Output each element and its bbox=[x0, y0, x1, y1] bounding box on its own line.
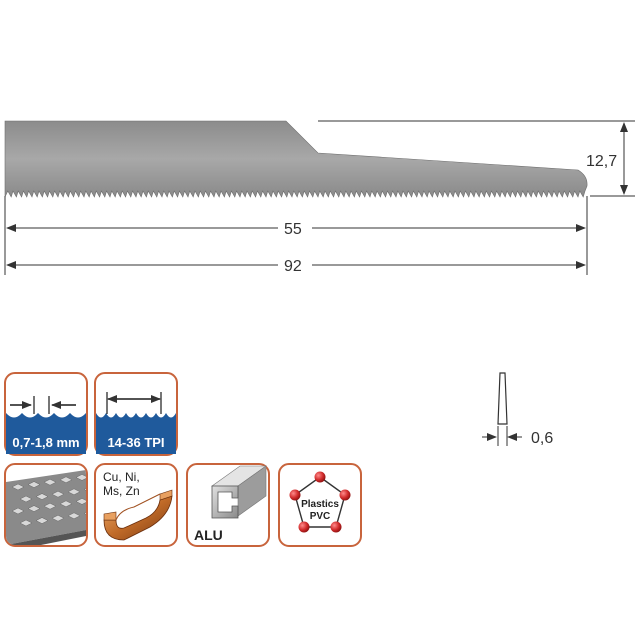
perforation-hole bbox=[51, 490, 65, 498]
overall-length-dimension-label: 92 bbox=[284, 258, 302, 275]
plastics-label-line1: Plastics bbox=[301, 499, 339, 510]
plastics-tile: Plastics PVC bbox=[278, 463, 362, 547]
tooth-pitch-icon bbox=[6, 375, 86, 454]
perforation-hole bbox=[43, 478, 57, 486]
aluminium-tile: ALU bbox=[186, 463, 270, 547]
blade-thickness-drawing: 0,6 bbox=[482, 372, 553, 447]
plastics-molecule-icon bbox=[289, 471, 351, 533]
tooth-length-dimension-label: 55 bbox=[284, 221, 302, 238]
aluminium-profile-icon bbox=[211, 465, 267, 519]
nonferrous-label-line1: Cu, Ni, bbox=[103, 470, 140, 484]
thickness-dimension-label: 0,6 bbox=[531, 430, 553, 447]
perforation-hole bbox=[35, 493, 49, 500]
saw-blade-drawing: 12,7 55 92 bbox=[4, 120, 635, 275]
sheet-metal-tile bbox=[4, 463, 88, 547]
plastics-label-line2: PVC bbox=[310, 511, 331, 522]
tooth-pitch-tile: 0,7-1,8 mm bbox=[4, 372, 88, 456]
saw-blade bbox=[4, 120, 588, 198]
height-dimension-label: 12,7 bbox=[586, 153, 617, 170]
perforation-hole bbox=[59, 476, 73, 484]
perforation-hole bbox=[43, 502, 57, 510]
perforation-hole bbox=[75, 474, 86, 481]
perforation-hole bbox=[11, 507, 25, 515]
tooth-pitch-label: 0,7-1,8 mm bbox=[12, 435, 79, 450]
perforation-hole bbox=[11, 483, 25, 491]
perforation-hole bbox=[67, 512, 81, 520]
perforation-hole bbox=[75, 498, 86, 505]
tpi-icon bbox=[96, 392, 176, 454]
perforation-hole bbox=[27, 505, 41, 512]
tpi-label: 14-36 TPI bbox=[107, 435, 164, 450]
nonferrous-label-line2: Ms, Zn bbox=[103, 484, 140, 498]
tpi-tile: 14-36 TPI bbox=[94, 372, 178, 456]
aluminium-label: ALU bbox=[194, 527, 223, 543]
perforation-hole bbox=[59, 500, 73, 508]
perforation-hole bbox=[35, 517, 49, 524]
copper-gutter-icon bbox=[103, 489, 173, 541]
perforation-hole bbox=[19, 495, 33, 503]
perforated-sheet-metal-icon bbox=[6, 470, 86, 545]
nonferrous-metals-tile: Cu, Ni, Ms, Zn bbox=[94, 463, 178, 547]
perforation-hole bbox=[27, 481, 41, 488]
blade-cross-section bbox=[497, 372, 508, 425]
perforation-hole bbox=[19, 519, 33, 527]
perforation-hole bbox=[67, 488, 81, 496]
perforation-hole bbox=[51, 514, 65, 522]
